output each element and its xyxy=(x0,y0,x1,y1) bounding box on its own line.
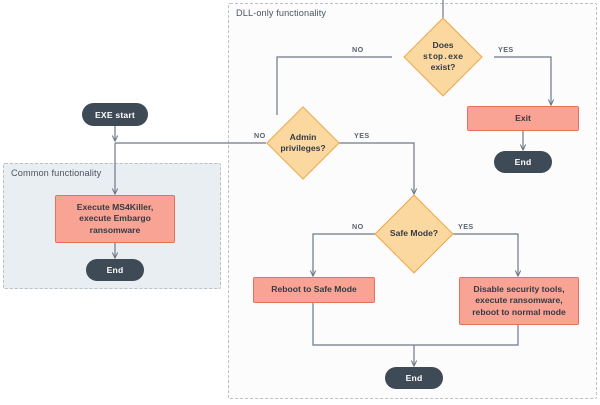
stop-exe-line2: stop.exe xyxy=(422,51,464,62)
node-reboot-safe-mode[interactable]: Reboot to Safe Mode xyxy=(253,277,375,303)
node-end-bottom-label: End xyxy=(405,373,423,383)
edge-label-admin-yes: YES xyxy=(354,131,370,140)
node-end-common-label: End xyxy=(106,265,124,275)
node-exit-label: Exit xyxy=(515,112,531,123)
node-exit[interactable]: Exit xyxy=(467,106,579,131)
edge-label-safemode-yes: YES xyxy=(458,222,474,231)
stop-exe-line3: exist? xyxy=(430,62,456,73)
common-exec-line2: execute Embargo xyxy=(79,213,151,224)
stop-exe-line1: Does xyxy=(432,40,454,51)
edge-label-admin-no: NO xyxy=(254,131,266,140)
node-stop-exe-label: Does stop.exe exist? xyxy=(415,29,471,85)
node-admin-privileges-label: Admin privileges? xyxy=(277,117,329,169)
disable-sec-line3: reboot to normal mode xyxy=(472,306,566,317)
node-end-common[interactable]: End xyxy=(86,259,144,281)
disable-sec-line1: Disable security tools, xyxy=(473,283,565,294)
node-end-exit-label: End xyxy=(514,157,532,167)
admin-line2: privileges? xyxy=(280,143,326,153)
node-stop-exe-decision[interactable]: Does stop.exe exist? xyxy=(403,17,483,97)
node-exe-start[interactable]: EXE start xyxy=(82,103,148,126)
node-safe-mode-label: Safe Mode? xyxy=(389,228,439,239)
admin-line1: Admin xyxy=(289,131,317,142)
node-safe-mode-decision[interactable]: Safe Mode? xyxy=(374,194,454,274)
node-exe-start-label: EXE start xyxy=(94,109,135,120)
group-dll-label: DLL-only functionality xyxy=(236,8,327,18)
common-exec-line1: Execute MS4Killer, xyxy=(76,201,154,212)
common-exec-line3: ransomware xyxy=(89,224,141,235)
node-common-exec[interactable]: Execute MS4Killer, execute Embargo ranso… xyxy=(55,195,175,243)
node-reboot-safe-mode-label: Reboot to Safe Mode xyxy=(271,284,357,295)
group-common-label: Common functionality xyxy=(11,168,102,178)
node-disable-security-label: Disable security tools, execute ransomwa… xyxy=(472,284,566,319)
disable-sec-line2: execute ransomware, xyxy=(475,295,563,306)
node-disable-security[interactable]: Disable security tools, execute ransomwa… xyxy=(459,277,579,325)
node-common-exec-label: Execute MS4Killer, execute Embargo ranso… xyxy=(77,202,153,237)
edge-label-stopexe-yes: YES xyxy=(498,45,514,54)
node-end-exit[interactable]: End xyxy=(494,151,552,173)
edge-label-safemode-no: NO xyxy=(352,222,364,231)
node-admin-privileges-decision[interactable]: Admin privileges? xyxy=(266,106,340,180)
node-end-bottom[interactable]: End xyxy=(385,367,443,389)
edge-label-stopexe-no: NO xyxy=(352,45,364,54)
